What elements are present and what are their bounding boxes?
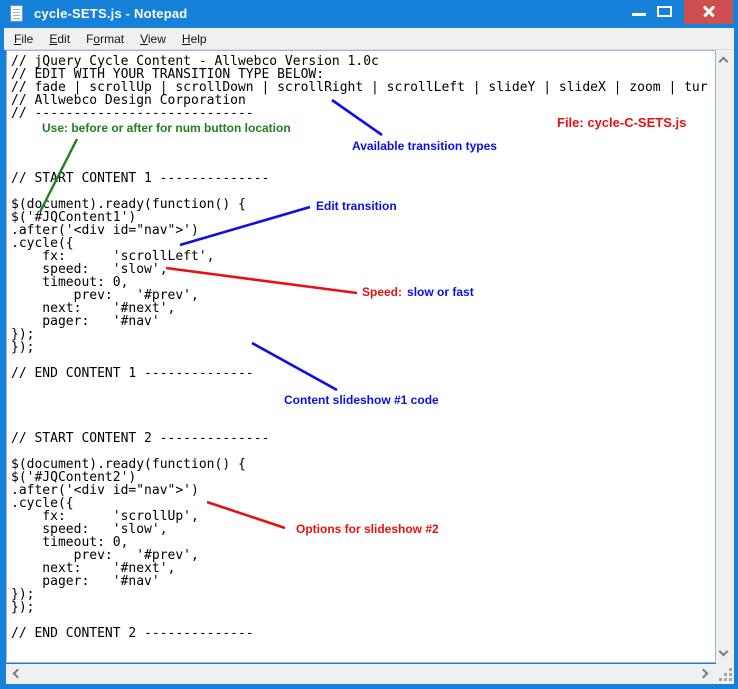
scroll-left-icon[interactable] xyxy=(12,668,23,679)
horizontal-scrollbar[interactable] xyxy=(6,664,716,684)
title-bar[interactable]: cycle-SETS.js - Notepad xyxy=(0,0,738,28)
scroll-right-icon[interactable] xyxy=(698,668,709,679)
code-text[interactable]: // jQuery Cycle Content - Allwebco Versi… xyxy=(11,54,708,641)
minimize-button[interactable] xyxy=(618,0,658,24)
menu-item-file[interactable]: File xyxy=(14,31,34,46)
notepad-app-icon xyxy=(10,5,23,22)
menu-item-format[interactable]: Format xyxy=(86,31,125,46)
scroll-down-icon[interactable] xyxy=(718,646,729,657)
minimize-icon xyxy=(632,13,646,16)
window-title: cycle-SETS.js - Notepad xyxy=(34,6,188,21)
editor-text-area[interactable]: // jQuery Cycle Content - Allwebco Versi… xyxy=(6,50,716,663)
maximize-button[interactable] xyxy=(650,0,682,24)
menu-bar: File Edit Format View Help xyxy=(4,28,734,50)
menu-item-view[interactable]: View xyxy=(140,31,166,46)
vertical-scrollbar[interactable] xyxy=(716,50,734,664)
scrollbar-corner xyxy=(716,664,734,684)
resize-grip-icon[interactable] xyxy=(719,668,722,671)
menu-item-edit[interactable]: Edit xyxy=(49,31,71,46)
menu-item-help[interactable]: Help xyxy=(181,31,207,46)
scroll-up-icon[interactable] xyxy=(718,56,729,67)
close-button[interactable] xyxy=(684,0,733,24)
maximize-icon xyxy=(657,6,672,17)
